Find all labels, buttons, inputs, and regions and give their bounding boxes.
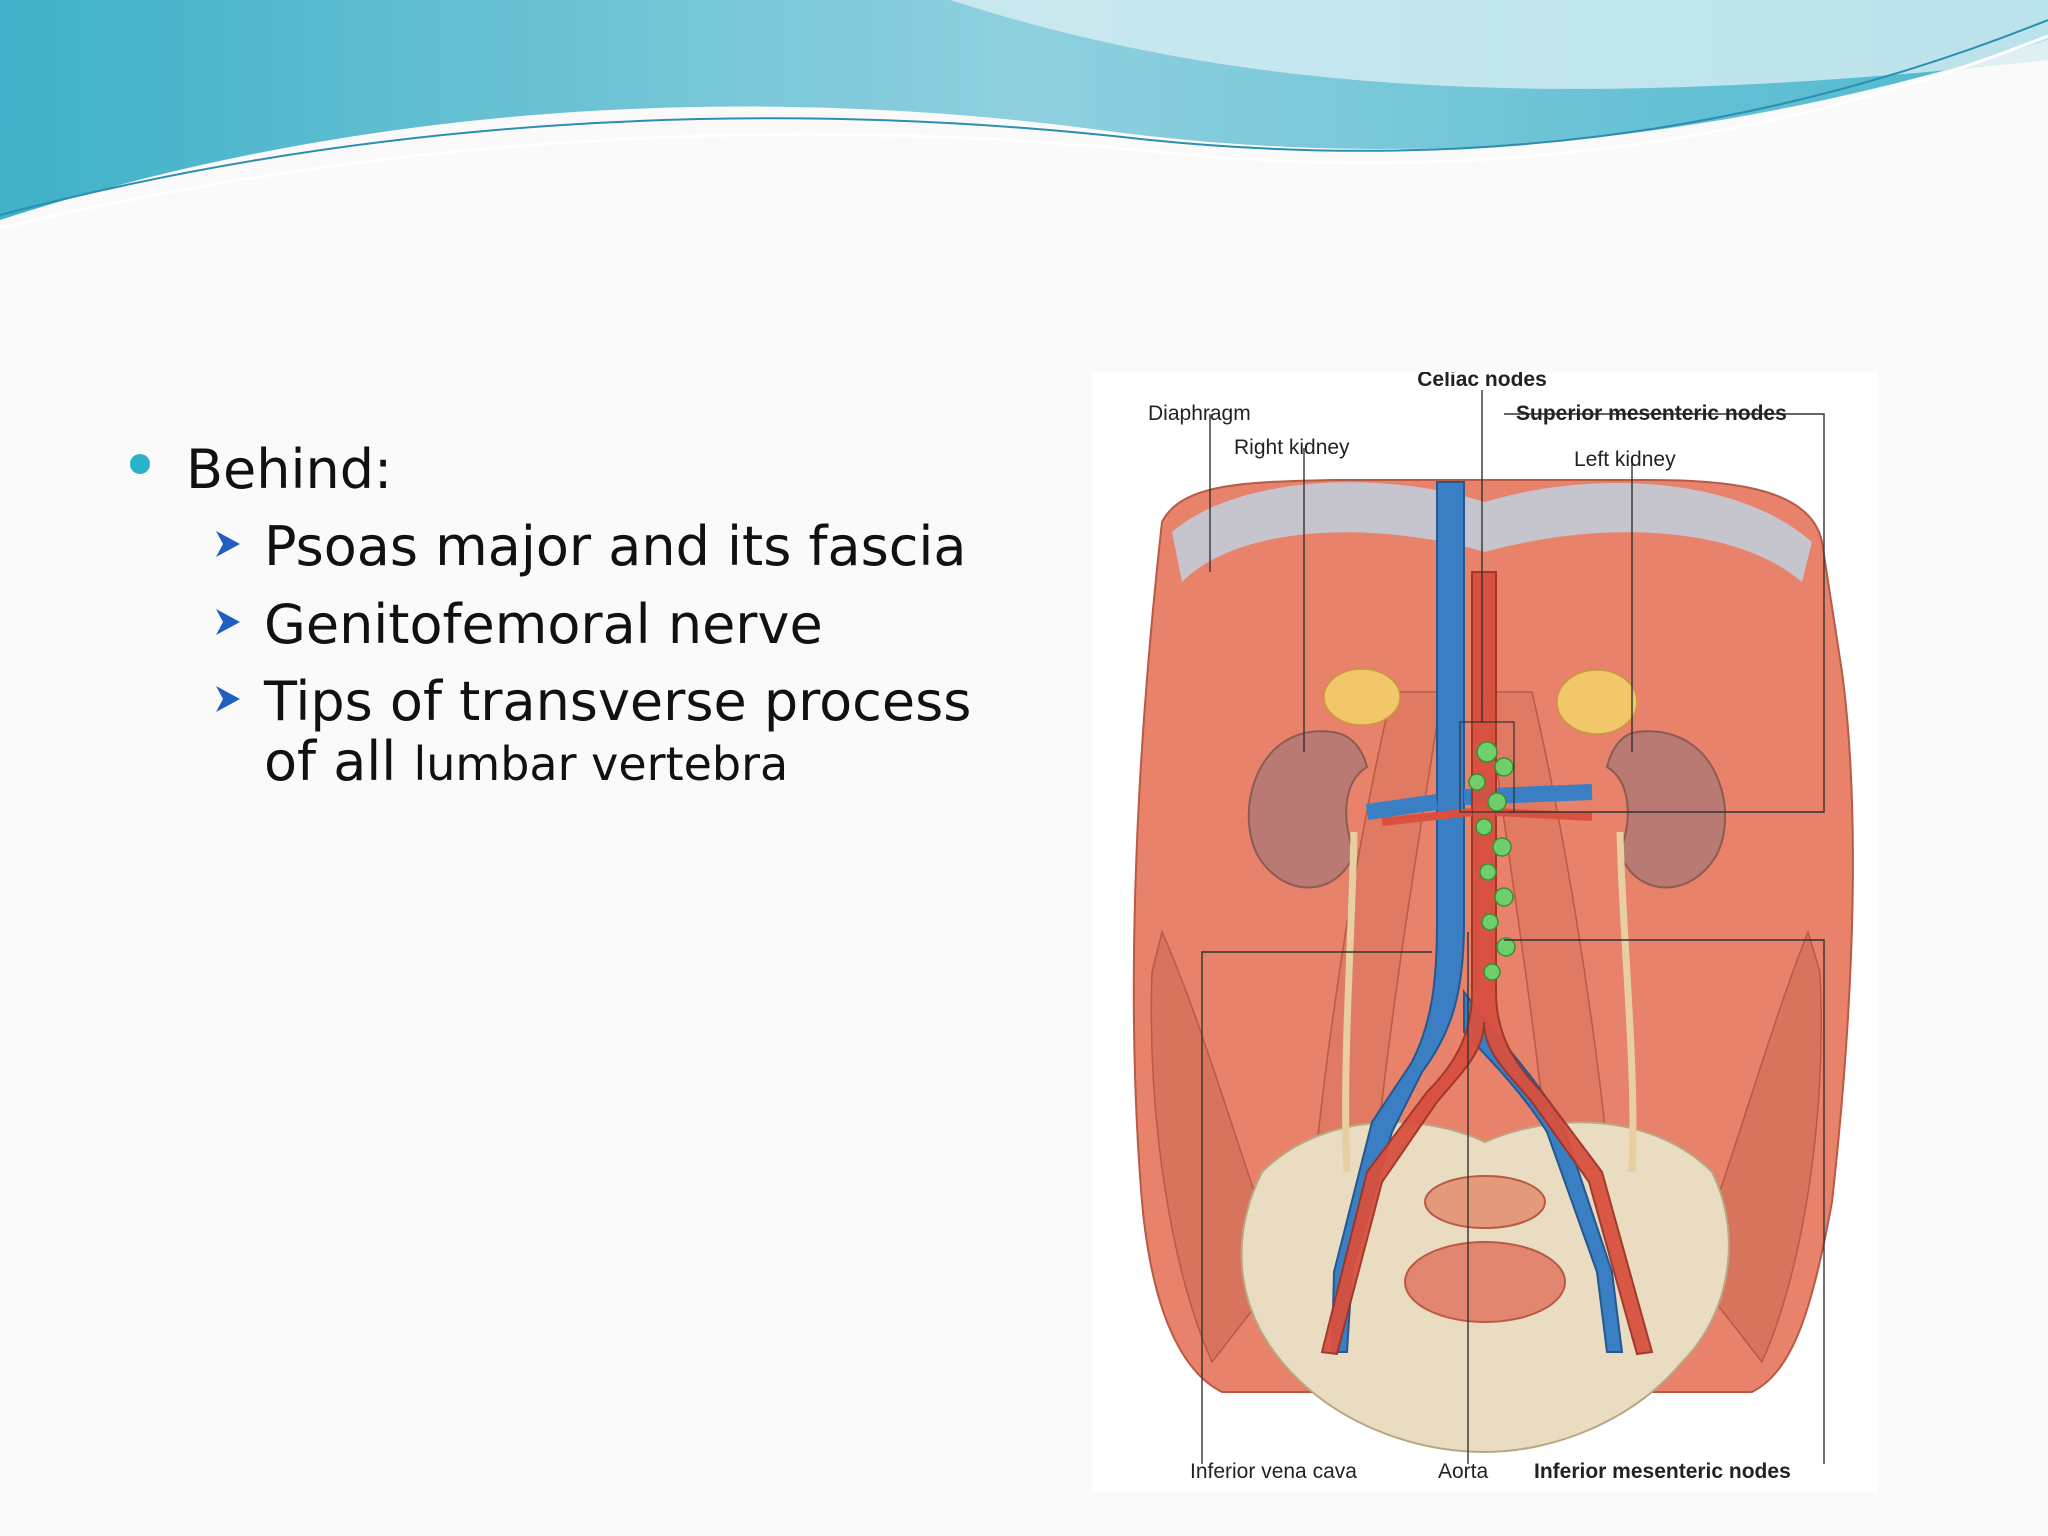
renal-arteries	[1381, 808, 1593, 826]
bladder	[1404, 1241, 1566, 1323]
label-inferior-mesenteric-nodes: Inferior mesenteric nodes	[1534, 1460, 1791, 1483]
left-kidney	[1605, 730, 1727, 889]
right-ureter	[1342, 831, 1358, 1173]
leader-lines	[1201, 390, 1825, 1464]
sub-bullet-text: Tips of transverse process	[264, 670, 972, 734]
arrow-bullet-icon	[216, 608, 240, 635]
label-aorta: Aorta	[1438, 1460, 1489, 1483]
rectum	[1424, 1175, 1546, 1229]
label-right-kidney: Right kidney	[1234, 436, 1350, 459]
sub-bullet-item: Tips of transverse process of all lumbar…	[216, 670, 1030, 793]
bullet-dot-icon	[130, 454, 150, 474]
aorta	[1320, 571, 1654, 1356]
lymph-node-chain	[1468, 741, 1516, 981]
sub-bullet-item: Genitofemoral nerve	[216, 592, 1030, 656]
label-superior-mesenteric-nodes: Superior mesenteric nodes	[1516, 402, 1787, 425]
diaphragm	[1172, 482, 1812, 582]
right-kidney	[1247, 730, 1369, 889]
bullet-list: Behind: Psoas major and its fascia Genit…	[130, 440, 1030, 809]
label-diaphragm: Diaphragm	[1148, 402, 1251, 425]
header-wave-decoration	[0, 0, 2048, 230]
sub-bullet-continuation: of all	[264, 729, 414, 793]
label-celiac-nodes: Celiac nodes	[1417, 372, 1547, 391]
arrow-bullet-icon	[216, 531, 240, 558]
arrow-bullet-icon	[216, 686, 240, 713]
label-inferior-vena-cava: Inferior vena cava	[1190, 1460, 1357, 1483]
left-adrenal	[1556, 669, 1638, 735]
label-left-kidney: Left kidney	[1574, 448, 1676, 471]
left-ureter	[1616, 831, 1637, 1173]
right-adrenal	[1323, 668, 1401, 726]
sub-bullet-text: Psoas major and its fascia	[264, 515, 967, 579]
sub-bullet-item: Psoas major and its fascia	[216, 515, 1030, 579]
anatomy-figure: Celiac nodes Diaphragm Superior mesenter…	[1092, 372, 1878, 1492]
superior-mesenteric-box	[1459, 721, 1515, 813]
sub-bullet-continuation-small: lumbar vertebra	[413, 736, 789, 791]
bullet-heading: Behind:	[186, 438, 393, 501]
sub-bullet-text: Genitofemoral nerve	[264, 592, 823, 656]
bullet-item: Behind:	[130, 440, 1030, 499]
